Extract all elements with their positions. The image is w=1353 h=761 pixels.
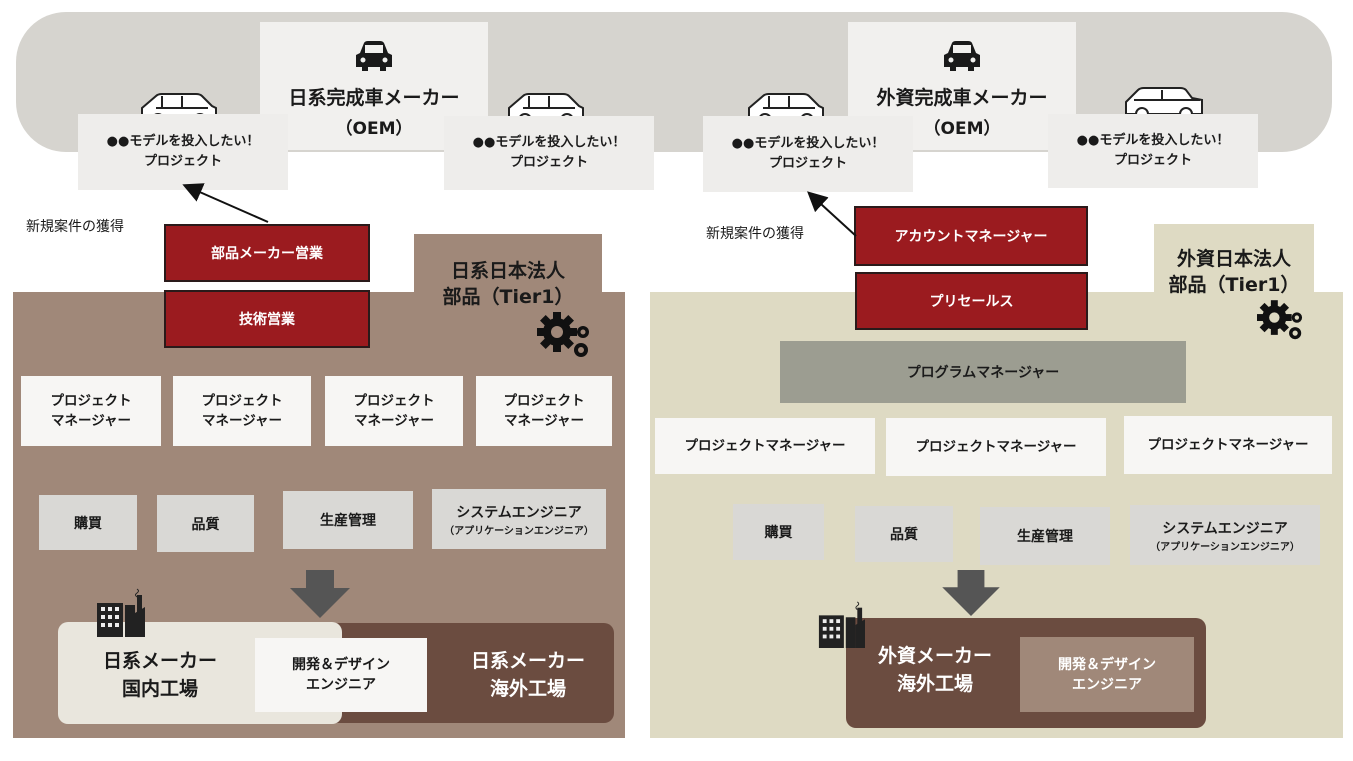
project-line2: プロジェクト xyxy=(143,154,222,169)
purchase-box: 購買 xyxy=(39,495,137,550)
dev-line1: 開発＆デザイン xyxy=(292,657,390,673)
company-line2: 部品（Tier1） xyxy=(1168,274,1300,296)
right-company-label: 外資日本法人 部品（Tier1） xyxy=(1154,244,1314,300)
project-line1: ●●モデルを投入したい！ xyxy=(106,134,260,149)
presales-box: プリセールス xyxy=(855,272,1088,330)
pm-line2: マネージャー xyxy=(50,413,132,429)
oem-left-subtitle: （OEM） xyxy=(335,119,413,139)
project-line2: プロジェクト xyxy=(768,156,847,171)
acquisition-label: 新規案件の獲得 xyxy=(26,219,124,235)
dev-design-box: 開発＆デザイン エンジニア xyxy=(1020,637,1194,712)
dev-line1: 開発＆デザイン xyxy=(1058,656,1156,673)
system-engineer-sub: （アプリケーションエンジニア） xyxy=(1150,541,1300,553)
oem-right-title: 外資完成車メーカー xyxy=(876,87,1048,109)
project-manager-box: プロジェクトマネージャー xyxy=(1124,416,1332,474)
account-manager-box: アカウントマネージャー xyxy=(854,206,1088,266)
company-line1: 外資日本法人 xyxy=(1176,248,1291,270)
pm-line1: プロジェクト xyxy=(50,393,132,409)
system-engineer-box: システムエンジニア （アプリケーションエンジニア） xyxy=(432,489,606,549)
sales-box: 部品メーカー営業 xyxy=(164,224,370,282)
system-engineer-sub: （アプリケーションエンジニア） xyxy=(444,525,594,537)
project-line2: プロジェクト xyxy=(509,155,588,170)
tech-sales-box: 技術営業 xyxy=(164,290,370,348)
factory-line1: 日系メーカー xyxy=(470,650,585,672)
project-manager-box: プロジェクトマネージャー xyxy=(325,376,463,446)
project-line1: ●●モデルを投入したい！ xyxy=(731,136,885,151)
foreign-factory-label: 外資メーカー 海外工場 xyxy=(858,638,1012,702)
arrow-down-icon xyxy=(942,570,1000,616)
arrow-down-icon xyxy=(290,570,350,618)
project-manager-box: プロジェクトマネージャー xyxy=(655,418,875,474)
factory-line1: 外資メーカー xyxy=(877,645,992,667)
system-engineer-box: システムエンジニア （アプリケーションエンジニア） xyxy=(1130,505,1320,565)
factory-icon xyxy=(97,588,145,637)
company-line1: 日系日本法人 xyxy=(450,260,565,282)
left-company-label: 日系日本法人 部品（Tier1） xyxy=(414,256,602,312)
pm-line1: プロジェクト xyxy=(201,393,283,409)
oem-left-box: 日系完成車メーカー （OEM） xyxy=(260,22,488,150)
purchase-box: 購買 xyxy=(733,504,824,560)
factory-line2: 海外工場 xyxy=(489,678,566,700)
oem-project-box: ●●モデルを投入したい！ プロジェクト xyxy=(78,114,288,190)
factory-icon xyxy=(818,601,865,648)
overseas-factory-label: 日系メーカー 海外工場 xyxy=(440,640,616,710)
pm-line2: マネージャー xyxy=(353,413,435,429)
acquisition-arrow xyxy=(182,183,269,223)
system-engineer-label: システムエンジニア xyxy=(456,504,582,521)
factory-line2: 国内工場 xyxy=(121,678,198,700)
oem-left-title: 日系完成車メーカー xyxy=(288,87,460,109)
gear-icon xyxy=(1257,300,1303,340)
project-manager-box: プロジェクトマネージャー xyxy=(173,376,311,446)
pm-line2: マネージャー xyxy=(503,413,585,429)
dev-line2: エンジニア xyxy=(1072,676,1142,693)
quality-box: 品質 xyxy=(157,495,254,552)
right-company-tab xyxy=(1154,224,1314,294)
pm-line1: プロジェクト xyxy=(353,393,435,409)
pm-line2: マネージャー xyxy=(201,413,283,429)
production-box: 生産管理 xyxy=(283,491,413,549)
project-manager-box: プロジェクトマネージャー xyxy=(21,376,161,446)
project-line1: ●●モデルを投入したい！ xyxy=(1076,133,1230,148)
quality-box: 品質 xyxy=(855,506,953,562)
project-manager-box: プロジェクトマネージャー xyxy=(886,418,1106,476)
oem-project-box: ●●モデルを投入したい！ プロジェクト xyxy=(1048,114,1258,188)
program-manager-box: プログラムマネージャー xyxy=(780,341,1186,403)
project-manager-box: プロジェクトマネージャー xyxy=(476,376,612,446)
oem-car-icon xyxy=(940,39,984,79)
oem-car-icon xyxy=(352,39,396,79)
domestic-factory-label: 日系メーカー 国内工場 xyxy=(62,642,258,708)
acquisition-label: 新規案件の獲得 xyxy=(706,226,804,242)
oem-right-subtitle: （OEM） xyxy=(923,119,1001,139)
project-line2: プロジェクト xyxy=(1113,153,1192,168)
left-company-tab xyxy=(414,234,602,294)
factory-line2: 海外工場 xyxy=(896,673,973,695)
oem-project-box: ●●モデルを投入したい！ プロジェクト xyxy=(703,116,913,192)
factory-line1: 日系メーカー xyxy=(102,650,217,672)
acquisition-arrow xyxy=(807,191,857,237)
gear-icon xyxy=(537,312,589,357)
oem-project-box: ●●モデルを投入したい！ プロジェクト xyxy=(444,116,654,190)
dev-line2: エンジニア xyxy=(306,677,376,693)
pm-line1: プロジェクト xyxy=(503,393,585,409)
system-engineer-label: システムエンジニア xyxy=(1162,520,1288,537)
dev-design-box: 開発＆デザイン エンジニア xyxy=(255,638,427,712)
production-box: 生産管理 xyxy=(980,507,1110,565)
project-line1: ●●モデルを投入したい！ xyxy=(472,135,626,150)
company-line2: 部品（Tier1） xyxy=(442,286,574,308)
